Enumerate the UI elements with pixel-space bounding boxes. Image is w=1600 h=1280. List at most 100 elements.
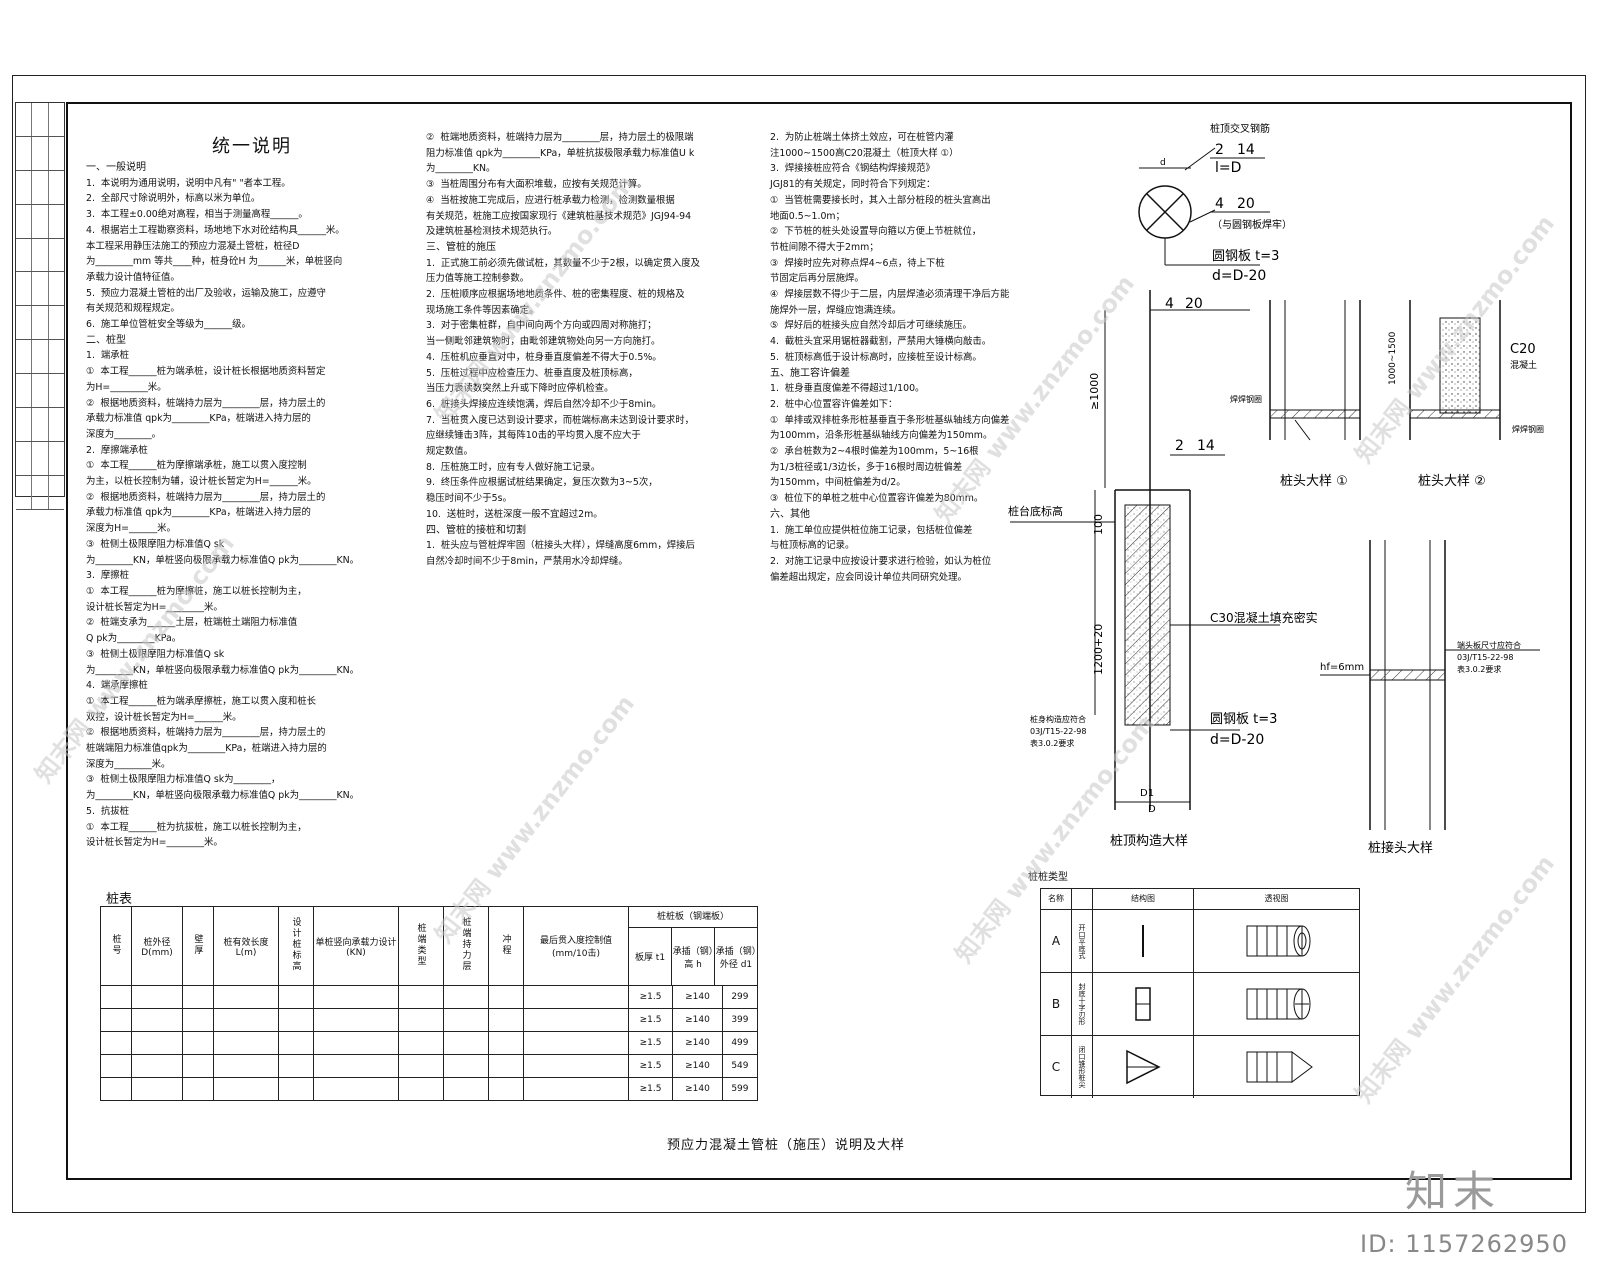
note-line: ① 本工程______桩为端承摩擦桩，施工以贯入度和桩长 bbox=[86, 695, 316, 707]
header-stroke: 冲程 bbox=[488, 906, 524, 986]
notes-title: 统一说明 bbox=[212, 136, 292, 157]
note-line: 为150mm，中间桩偏差为d/2。 bbox=[770, 477, 906, 489]
note-line: 9. 终压条件应根据试桩结果确定，复压次数为3~5次， bbox=[426, 477, 658, 489]
section-6-heading: 六、其他 bbox=[770, 508, 810, 520]
plate-thickness-header: 板厚 t1 bbox=[629, 928, 672, 985]
note-line: 深度为________米。 bbox=[86, 758, 171, 770]
note-line: ② 下节桩的桩头处设置导向箍以方便上节桩就位， bbox=[770, 226, 982, 238]
tip-structure-icon bbox=[1093, 973, 1194, 1035]
empty-cell bbox=[398, 1008, 444, 1032]
svg-text:l=D: l=D bbox=[1215, 160, 1241, 176]
tip-header-perspective: 透视图 bbox=[1264, 894, 1289, 903]
note-line: 2. 为防止桩端土体挤土效应，可在桩管内灌 bbox=[770, 132, 954, 143]
note-line: ② 根据地质资料，桩端持力层为________层，持力层土的 bbox=[86, 491, 326, 503]
note-line: ④ 焊接层数不得少于二层，内层焊渣必须清理干净后方能 bbox=[770, 289, 1010, 301]
note-line: ② 桩端支承为______土层，桩端桩土端阻力标准值 bbox=[86, 617, 298, 629]
note-line: 阻力标准值 qpk为________KPa，单桩抗拔极限承载力标准值U k bbox=[426, 147, 695, 159]
header-wall: 壁厚 bbox=[182, 906, 214, 986]
plate-group-title: 桩桩板（钢端板） bbox=[629, 907, 757, 928]
empty-cell bbox=[278, 1008, 314, 1032]
note-line: 1. 正式施工前必须先做试桩，其数量不少于2根，以确定贯入度及 bbox=[426, 257, 700, 269]
header-length: 桩有效长度 L(m) bbox=[213, 906, 279, 986]
tip-header-struct: 结构图 bbox=[1093, 889, 1194, 909]
empty-cell bbox=[523, 1077, 629, 1101]
svg-text:焊焊钢圈: 焊焊钢圈 bbox=[1230, 394, 1262, 404]
section-1-heading: 一、一般说明 bbox=[86, 162, 146, 173]
svg-text:20: 20 bbox=[1237, 196, 1255, 212]
empty-cell bbox=[443, 1031, 489, 1055]
joint-title: 桩接头大样 bbox=[1368, 840, 1433, 856]
svg-text:hf=6mm: hf=6mm bbox=[1320, 662, 1364, 673]
svg-text:（与圆钢板焊牢）: （与圆钢板焊牢） bbox=[1212, 218, 1292, 231]
note-line: 稳压时间不少于5s。 bbox=[426, 493, 512, 505]
empty-cell bbox=[278, 1077, 314, 1101]
note-line: 为1/3桩径或1/3边长，多于16根时周边桩偏差 bbox=[770, 461, 963, 473]
note-line: 施焊外一层，焊缝应饱满连续。 bbox=[770, 304, 902, 316]
column-2-top-items: ② 桩端地质资料，桩端持力层为________层，持力层土的极限端阻力标准值 q… bbox=[426, 130, 766, 240]
note-line: ① 本工程______桩为抗拔桩，施工以桩长控制为主， bbox=[86, 821, 307, 833]
drawing-frame bbox=[66, 102, 1572, 1180]
tip-type-desc: 封底十字刃形 bbox=[1072, 973, 1093, 1035]
header-diameter: 桩外径 D(mm) bbox=[131, 906, 183, 986]
empty-cell bbox=[398, 985, 444, 1009]
empty-cell bbox=[278, 1054, 314, 1078]
note-line: ① 本工程______桩为摩擦端承桩，施工以贯入度控制 bbox=[86, 460, 307, 472]
tip-type-id: A bbox=[1041, 910, 1072, 972]
note-line: 6. 施工单位管桩安全等级为______级。 bbox=[86, 319, 251, 331]
note-line: 1. 桩身垂直度偏差不得超过1/100。 bbox=[770, 383, 925, 395]
cross-rebar-detail: d 桩顶交叉钢筋 2 14 l=D 4 20 （与圆钢板焊牢） 圆钢板 t=3 … bbox=[1138, 122, 1292, 284]
section-5-heading: 五、施工容许偏差 bbox=[770, 367, 850, 379]
empty-cell bbox=[213, 1077, 279, 1101]
svg-text:D: D bbox=[1148, 804, 1156, 815]
empty-cell bbox=[182, 1031, 214, 1055]
note-line: 5. 桩顶标高低于设计标高时，应接桩至设计标高。 bbox=[770, 351, 982, 363]
note-line: 规定数值。 bbox=[426, 446, 473, 458]
note-line: 4. 端承摩擦桩 bbox=[86, 680, 148, 692]
note-line: 现场施工条件等因素确定。 bbox=[426, 304, 539, 316]
svg-text:焊焊钢圈: 焊焊钢圈 bbox=[1512, 424, 1544, 434]
note-line: 为________KN，单桩竖向极限承载力标准值Q pk为________KN。 bbox=[86, 554, 360, 566]
note-line: 4. 根据岩土工程勘察资料，场地地下水对砼结构具______米。 bbox=[86, 224, 345, 236]
note-line: ④ 当桩按施工完成后，应进行桩承载力检测，检测数量根据 bbox=[426, 194, 675, 206]
svg-text:03J/T15-22-98: 03J/T15-22-98 bbox=[1030, 727, 1086, 736]
empty-cell bbox=[100, 1077, 132, 1101]
empty-cell bbox=[488, 1077, 524, 1101]
empty-cell bbox=[523, 1031, 629, 1055]
note-line: ② 根据地质资料，桩端持力层为________层，持力层土的 bbox=[86, 727, 326, 739]
image-id: ID: 1157262950 bbox=[1360, 1230, 1568, 1258]
empty-cell bbox=[131, 1054, 183, 1078]
svg-text:C20: C20 bbox=[1510, 342, 1536, 357]
note-line: 2. 摩擦端承桩 bbox=[86, 444, 148, 456]
note-line: 4. 截桩头宜采用锯桩器截割，严禁用大锤横向敲击。 bbox=[770, 336, 992, 348]
plate-value-cell: ≥1.5 bbox=[627, 985, 674, 1009]
tip-type-desc: 开口平底式 bbox=[1072, 910, 1093, 972]
empty-cell bbox=[182, 985, 214, 1009]
pile-joint-detail: hf=6mm 端头板尺寸应符合 03J/T15-22-98 表3.0.2要求 桩… bbox=[1320, 540, 1540, 856]
svg-text:03J/T15-22-98: 03J/T15-22-98 bbox=[1457, 653, 1513, 662]
plate-value-cell: ≥140 bbox=[672, 985, 723, 1009]
empty-cell bbox=[523, 1008, 629, 1032]
empty-cell bbox=[182, 1008, 214, 1032]
note-line: 节桩间隙不得大于2mm； bbox=[770, 241, 879, 253]
pile-table-title: 桩表 bbox=[106, 892, 133, 907]
section-4-heading: 四、管桩的接桩和切割 bbox=[426, 524, 526, 536]
note-line: 2. 压桩顺序应根据场地地质条件、桩的密集程度、桩的规格及 bbox=[426, 289, 685, 301]
note-line: 8. 压桩施工时，应有专人做好施工记录。 bbox=[426, 461, 601, 473]
brand-logo: 知末 bbox=[1405, 1167, 1502, 1216]
note-line: 承载力设计值特征值。 bbox=[86, 271, 180, 283]
svg-text:桩身构造应符合: 桩身构造应符合 bbox=[1030, 714, 1086, 724]
tip-type-id: B bbox=[1041, 973, 1072, 1035]
note-line: 6. 桩接头焊接应连续饱满，焊后自然冷却不少于8min。 bbox=[426, 398, 662, 410]
empty-cell bbox=[131, 1008, 183, 1032]
note-line: ③ 桩侧土极限摩阻力标准值Q sk bbox=[86, 648, 225, 660]
note-line: ② 承台桩数为2~4根时偏差为100mm，5~16根 bbox=[770, 446, 979, 458]
note-line: 为________KN，单桩竖向极限承载力标准值Q pk为________KN。 bbox=[86, 664, 360, 676]
pile-head-detail-2: 1000~1500 C20 混凝土 焊焊钢圈 桩头大样 ② bbox=[1388, 300, 1544, 489]
note-line: 桩端端阻力标准值qpk为________KPa，桩端进入持力层的 bbox=[86, 743, 327, 755]
empty-cell bbox=[131, 985, 183, 1009]
svg-text:14: 14 bbox=[1237, 142, 1255, 158]
empty-cell bbox=[488, 1054, 524, 1078]
plate-value-cell: ≥1.5 bbox=[627, 1077, 674, 1101]
